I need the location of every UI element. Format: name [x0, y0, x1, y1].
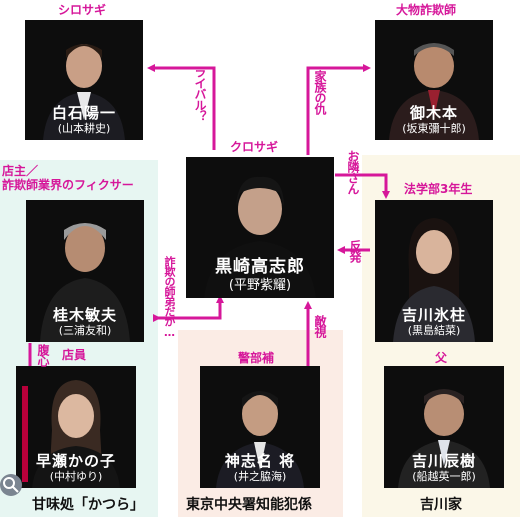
card-hayase: 早瀬かの子 (中村ゆり) — [16, 366, 136, 488]
name-omono: 御木本 — [409, 104, 458, 122]
role-kurosagi: クロサギ — [230, 140, 279, 154]
portrait-katsuragi — [40, 223, 130, 342]
relation-family-enemy: 家族の仇 — [313, 70, 327, 114]
portrait-yoshikawa-hio — [393, 218, 475, 342]
caption-shirasagi: 白石陽一 (山本耕史) — [25, 104, 143, 136]
caption-kamishina: 神志名 将 (井之脇海) — [200, 452, 320, 484]
search-icon — [3, 477, 19, 493]
role-yoshikawa-hio: 法学部3年生 — [404, 182, 473, 196]
caption-hayase: 早瀬かの子 (中村ゆり) — [16, 452, 136, 484]
caption-kurosagi: 黒崎高志郎 (平野紫耀) — [186, 257, 334, 294]
relation-hostility: 敵視 — [313, 315, 327, 337]
name-kurosagi: 黒崎高志郎 — [215, 257, 305, 277]
role-hayase: 店員 — [62, 348, 87, 362]
portrait-kamishina — [216, 391, 304, 488]
role-kamishina: 警部補 — [238, 351, 275, 365]
relation-confidant: 腹心 — [36, 344, 50, 366]
relation-backlash: 反発 — [348, 240, 362, 262]
actor-kurosagi: (平野紫耀) — [228, 278, 292, 293]
card-yoshikawa-hio: 吉川氷柱 (黒島結菜) — [375, 200, 493, 342]
role-katsuragi: 店主／ 詐欺師業界のフィクサー — [2, 164, 134, 192]
zone-label-yoshikawa-family: 吉川家 — [420, 497, 462, 513]
portrait-hayase — [22, 380, 120, 488]
card-kamishina: 神志名 将 (井之脇海) — [200, 366, 320, 488]
visual-search-button[interactable] — [0, 474, 22, 496]
caption-yoshikawa-tatsuki: 吉川辰樹 (船越英一郎) — [384, 452, 504, 484]
actor-kamishina: (井之脇海) — [233, 470, 287, 483]
portrait-shirasagi — [43, 44, 125, 140]
name-hayase: 早瀬かの子 — [35, 452, 116, 470]
actor-yoshikawa-hio: (黒島結菜) — [407, 324, 461, 337]
caption-katsuragi: 桂木敏夫 (三浦友和) — [26, 306, 144, 338]
role-omono: 大物詐欺師 — [396, 3, 457, 17]
portrait-kurosagi — [204, 176, 316, 298]
name-kamishina: 神志名 将 — [224, 452, 296, 470]
zone-label-kanmidokoro: 甘味処「かつら」 — [32, 497, 144, 513]
actor-katsuragi: (三浦友和) — [58, 324, 112, 337]
family-enemy-arrow — [306, 64, 371, 155]
card-omono: 御木本 (坂東彌十郎) — [375, 20, 493, 140]
neighbor-arrow — [335, 173, 390, 199]
name-yoshikawa-hio: 吉川氷柱 — [401, 306, 466, 324]
mentor-arrow — [153, 295, 224, 322]
relation-mentor: 詐欺の師弟だが… — [163, 256, 176, 338]
name-katsuragi: 桂木敏夫 — [52, 306, 117, 324]
actor-yoshikawa-tatsuki: (船越英一郎) — [412, 470, 476, 483]
portrait-yoshikawa-tatsuki — [398, 389, 490, 488]
name-shirasagi: 白石陽一 — [51, 104, 116, 122]
name-yoshikawa-tatsuki: 吉川辰樹 — [411, 452, 476, 470]
actor-hayase: (中村ゆり) — [49, 470, 103, 483]
actor-shirasagi: (山本耕史) — [57, 122, 111, 135]
zone-label-tokyo-police: 東京中央署知能犯係 — [186, 497, 312, 513]
caption-yoshikawa-hio: 吉川氷柱 (黒島結菜) — [375, 306, 493, 338]
actor-omono: (坂東彌十郎) — [402, 122, 466, 135]
card-katsuragi: 桂木敏夫 (三浦友和) — [26, 200, 144, 342]
rival-arrow — [147, 64, 216, 150]
caption-omono: 御木本 (坂東彌十郎) — [375, 104, 493, 136]
relation-rival: ライバル？ — [193, 66, 207, 121]
relation-neighbor: お隣さん — [346, 150, 360, 194]
card-yoshikawa-tatsuki: 吉川辰樹 (船越英一郎) — [384, 366, 504, 488]
portrait-omono — [389, 43, 479, 140]
role-shirasagi: シロサギ — [58, 3, 107, 17]
role-yoshikawa-tatsuki: 父 — [435, 351, 448, 365]
card-shirasagi: 白石陽一 (山本耕史) — [25, 20, 143, 140]
card-kurosagi: 黒崎高志郎 (平野紫耀) — [186, 157, 334, 298]
